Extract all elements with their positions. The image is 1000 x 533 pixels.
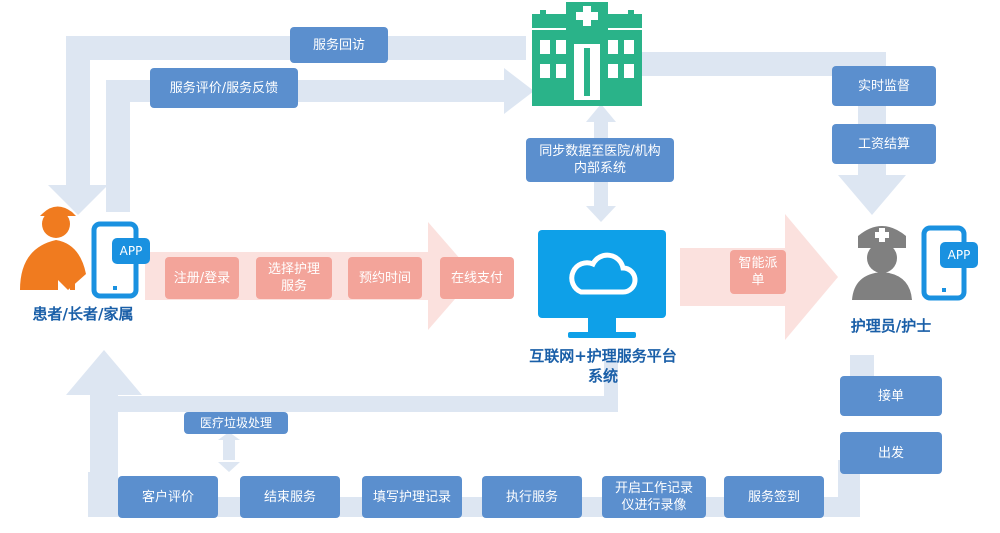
- hospital-roof-tip-right: [628, 10, 634, 16]
- monitor-box: 实时监督: [832, 66, 936, 106]
- waste-box: 医疗垃圾处理: [184, 412, 288, 434]
- arrow-waste-shaft: [223, 438, 235, 460]
- nurse-head: [867, 243, 897, 273]
- arrow-bottom-right-stub: [838, 460, 860, 517]
- patient-cane: [70, 250, 75, 290]
- patient-head: [42, 210, 70, 238]
- patient-phone-button: [113, 286, 117, 290]
- arrow-platform-down: [604, 360, 618, 412]
- patient-app-badge: [112, 238, 150, 264]
- salary-box: 工资结算: [832, 124, 936, 164]
- patient-label: 患者/长者/家属: [32, 305, 134, 323]
- arrow-feedback-vertical: [106, 82, 130, 212]
- hospital-icon: [532, 2, 642, 106]
- arrow-revisit-vertical: [66, 36, 90, 188]
- platform-monitor-icon: [538, 230, 666, 338]
- select-service-box: 选择护理 服务: [256, 257, 332, 299]
- monitor-neck: [588, 318, 616, 332]
- patient-icon: [20, 206, 86, 290]
- arrow-head-down-patient: [48, 185, 108, 215]
- patient-phone-icon: [91, 221, 150, 299]
- arrow-head-down-nurse: [838, 175, 906, 215]
- arrow-left-vertical: [90, 393, 118, 517]
- pink-arrow-2-head: [785, 214, 838, 340]
- nurse-cap-cross-h: [875, 232, 889, 238]
- execute-box: 执行服务: [482, 476, 582, 518]
- record-box: 填写护理记录: [362, 476, 462, 518]
- platform-label: 互联网+护理服务平台 系统: [529, 347, 677, 385]
- nurse-app-badge: [940, 242, 978, 268]
- nurse-icon: [852, 226, 912, 300]
- monitor-base: [568, 332, 636, 338]
- depart-box: 出发: [840, 432, 942, 474]
- arrow-platform-return: [118, 396, 618, 412]
- hospital-door-split: [584, 48, 590, 96]
- register-box: 注册/登录: [165, 257, 239, 299]
- patient-app-label: APP: [119, 243, 143, 258]
- arrow-head-up-patient: [66, 350, 142, 395]
- nurse-phone-button: [942, 288, 946, 292]
- hospital-cross-h: [576, 12, 598, 20]
- finish-box: 结束服务: [240, 476, 340, 518]
- video-record-box: 开启工作记录 仪进行录像: [602, 476, 706, 518]
- nurse-app-label: APP: [947, 247, 971, 262]
- arrow-head-down-platform: [586, 206, 616, 222]
- arrow-head-waste-down: [218, 462, 240, 472]
- patient-cap: [40, 206, 76, 216]
- nurse-phone-icon: [921, 225, 978, 301]
- hospital-roof-tip-left: [540, 10, 546, 16]
- sync-box: 同步数据至医院/机构 内部系统: [526, 138, 674, 182]
- arrow-head-waste-up: [218, 432, 240, 440]
- dispatch-box: 智能派 单: [730, 250, 786, 294]
- revisit-box: 服务回访: [290, 27, 388, 63]
- cloud-icon: [569, 252, 638, 295]
- patient-body: [20, 240, 86, 290]
- arrow-head-right-hospital: [504, 68, 534, 114]
- nurse-label: 护理员/护士: [850, 317, 932, 335]
- appointment-box: 预约时间: [348, 257, 422, 299]
- accept-box: 接单: [840, 376, 942, 416]
- monitor-screen: [538, 230, 666, 318]
- review-box: 客户评价: [118, 476, 218, 518]
- arrow-head-up-hospital: [586, 104, 616, 122]
- signin-box: 服务签到: [724, 476, 824, 518]
- payment-box: 在线支付: [440, 257, 514, 299]
- feedback-box: 服务评价/服务反馈: [150, 68, 298, 108]
- nurse-body: [852, 272, 912, 300]
